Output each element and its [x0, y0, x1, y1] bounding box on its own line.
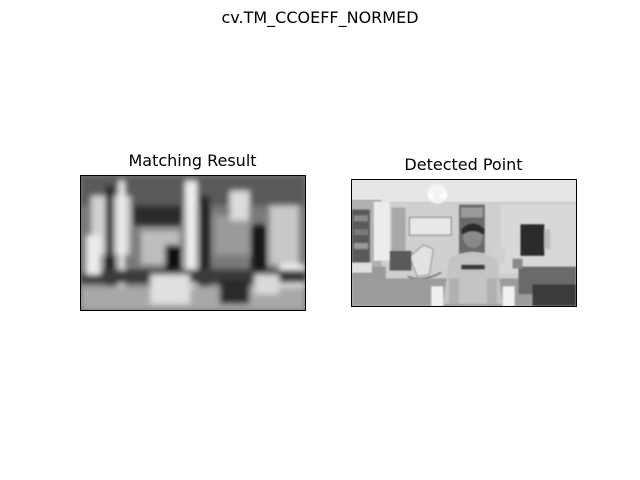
detected-point-image — [351, 179, 577, 307]
detected-point-title: Detected Point — [404, 155, 523, 174]
figure-title: cv.TM_CCOEFF_NORMED — [221, 8, 419, 27]
matching-result-image — [80, 175, 306, 311]
matching-result-title: Matching Result — [128, 151, 257, 170]
